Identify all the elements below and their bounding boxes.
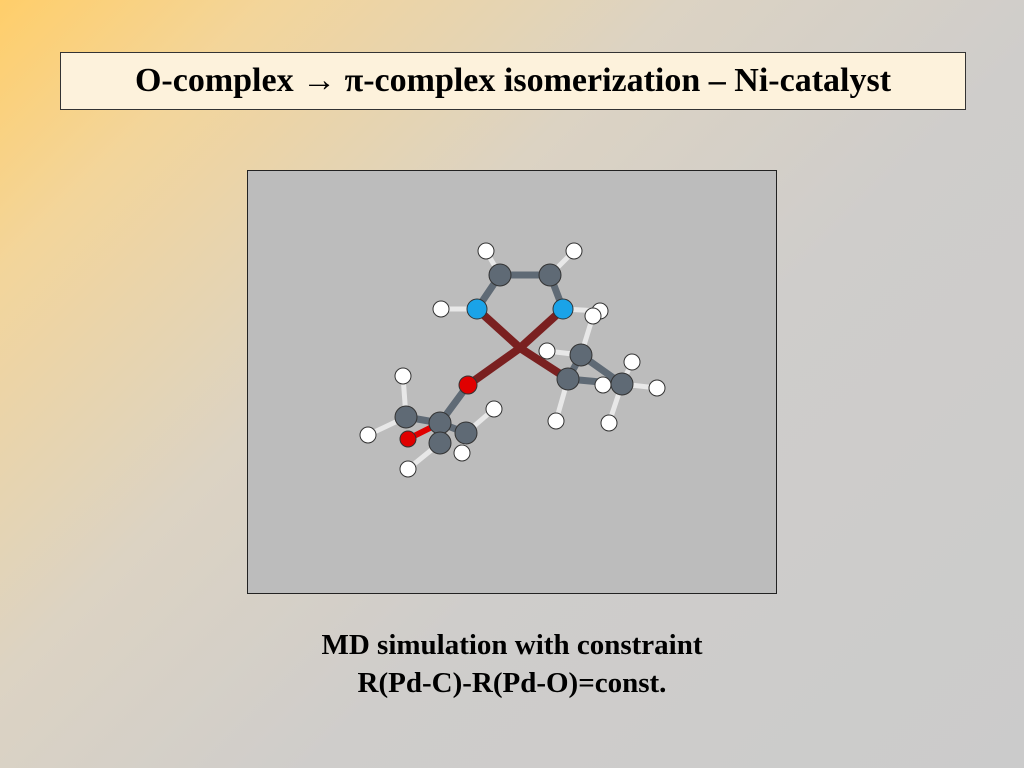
caption-line-2: R(Pd-C)-R(Pd-O)=const. [357,667,667,699]
atoms [359,242,666,478]
slide-caption: MD simulation with constraint R(Pd-C)-R(… [212,626,812,702]
molecule-structure [359,242,666,478]
caption-line-1: MD simulation with constraint [321,629,703,661]
molecule-viewer [247,170,777,594]
slide-title: O-complex → π-complex isomerization – Ni… [60,52,966,110]
